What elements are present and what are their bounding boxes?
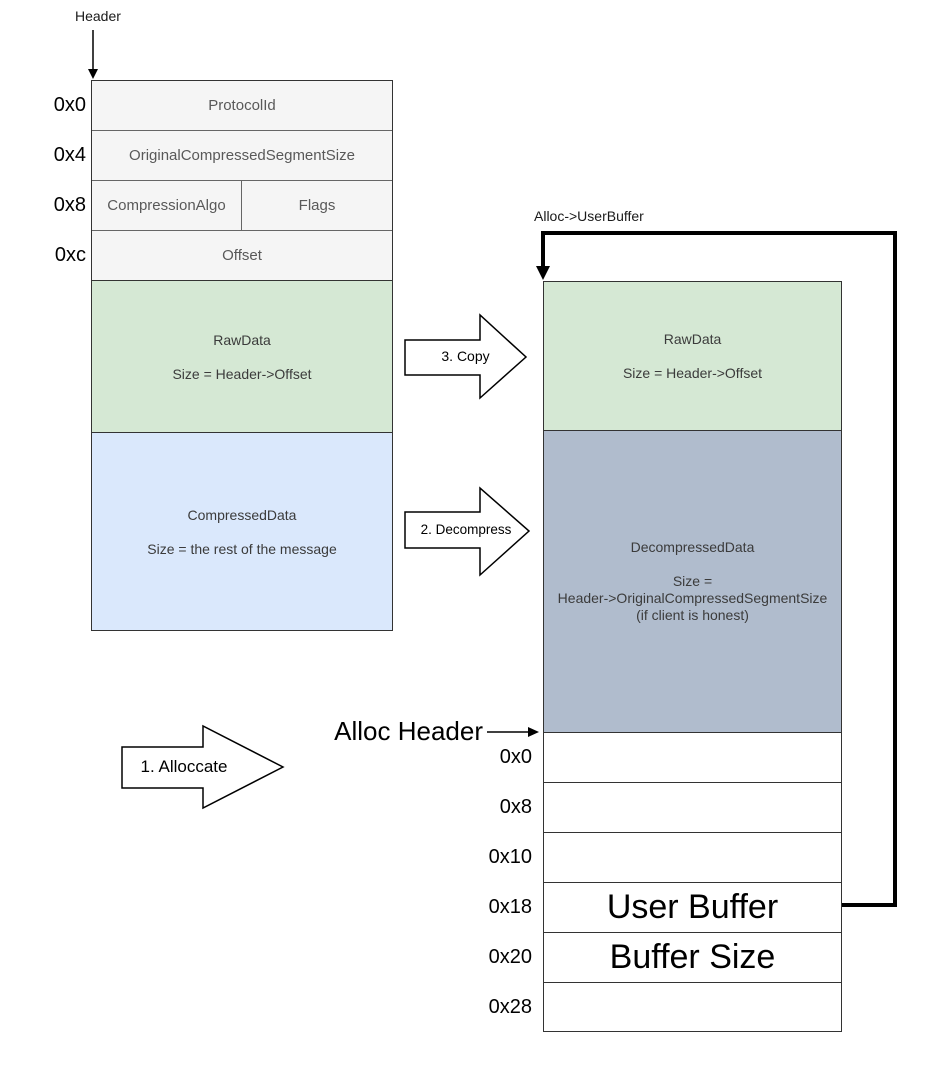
row-original-compressed-segment-size: OriginalCompressedSegmentSize <box>92 131 392 181</box>
header-pointer-arrow <box>88 30 98 79</box>
alloc-rawdata-size: Size = Header->Offset <box>622 365 763 381</box>
cell-compression-algo: CompressionAlgo <box>92 181 242 230</box>
pool-offset-0x8: 0x8 <box>499 796 532 818</box>
decompresseddata-title: DecompressedData <box>630 539 755 555</box>
allocated-buffer-struct: RawData Size = Header->Offset Decompress… <box>543 281 842 1032</box>
alloc-header-label: Alloc Header <box>334 716 483 746</box>
pool-row-0x8 <box>544 783 841 833</box>
compresseddata-title: CompressedData <box>187 506 297 523</box>
row-compressionalgo-flags: CompressionAlgo Flags <box>92 181 392 231</box>
alloc-rawdata-section: RawData Size = Header->Offset <box>544 282 841 431</box>
header-offset-0x0: 0x0 <box>53 94 86 116</box>
alloc-userbuffer-label: Alloc->UserBuffer <box>534 208 644 224</box>
header-offset-0x8: 0x8 <box>53 194 86 216</box>
row-protocol-id: ProtocolId <box>92 81 392 131</box>
decompressed-size-line2: Header->OriginalCompressedSegmentSize <box>557 590 828 606</box>
pool-row-0x10 <box>544 833 841 883</box>
pool-offset-0x10: 0x10 <box>488 846 532 868</box>
header-offset-0xc: 0xc <box>54 244 86 266</box>
pool-row-buffer-size: Buffer Size <box>544 933 841 983</box>
decompresseddata-size: Size = Header->OriginalCompressedSegment… <box>558 573 828 624</box>
rawdata-section: RawData Size = Header->Offset <box>92 281 392 433</box>
pool-row-0x0 <box>544 733 841 783</box>
header-offset-0x4: 0x4 <box>53 144 86 166</box>
pool-offset-0x28: 0x28 <box>488 996 532 1018</box>
pool-row-user-buffer: User Buffer <box>544 883 841 933</box>
decompressed-size-line1: Size = <box>672 573 713 589</box>
compresseddata-size: Size = the rest of the message <box>147 540 337 557</box>
pool-offset-0x0: 0x0 <box>499 746 532 768</box>
allocate-step-label: 1. Alloccate <box>140 757 228 776</box>
header-pointer-label: Header <box>75 8 121 24</box>
decompresseddata-section: DecompressedData Size = Header->Original… <box>544 431 841 733</box>
copy-step-label: 3. Copy <box>441 348 490 364</box>
decompress-step-label: 2. Decompress <box>420 522 512 537</box>
rawdata-title: RawData <box>213 331 271 348</box>
cell-flags: Flags <box>298 197 336 214</box>
row-offset: Offset <box>92 231 392 281</box>
rawdata-size: Size = Header->Offset <box>172 365 312 382</box>
compressed-message-struct: ProtocolId OriginalCompressedSegmentSize… <box>91 80 393 631</box>
alloc-rawdata-title: RawData <box>663 331 722 347</box>
pool-offset-0x18: 0x18 <box>488 896 532 918</box>
decompressed-size-line3: (if client is honest) <box>636 607 749 623</box>
compresseddata-section: CompressedData Size = the rest of the me… <box>92 433 392 630</box>
pool-row-0x28 <box>544 983 841 1031</box>
pool-offset-0x20: 0x20 <box>488 946 532 968</box>
